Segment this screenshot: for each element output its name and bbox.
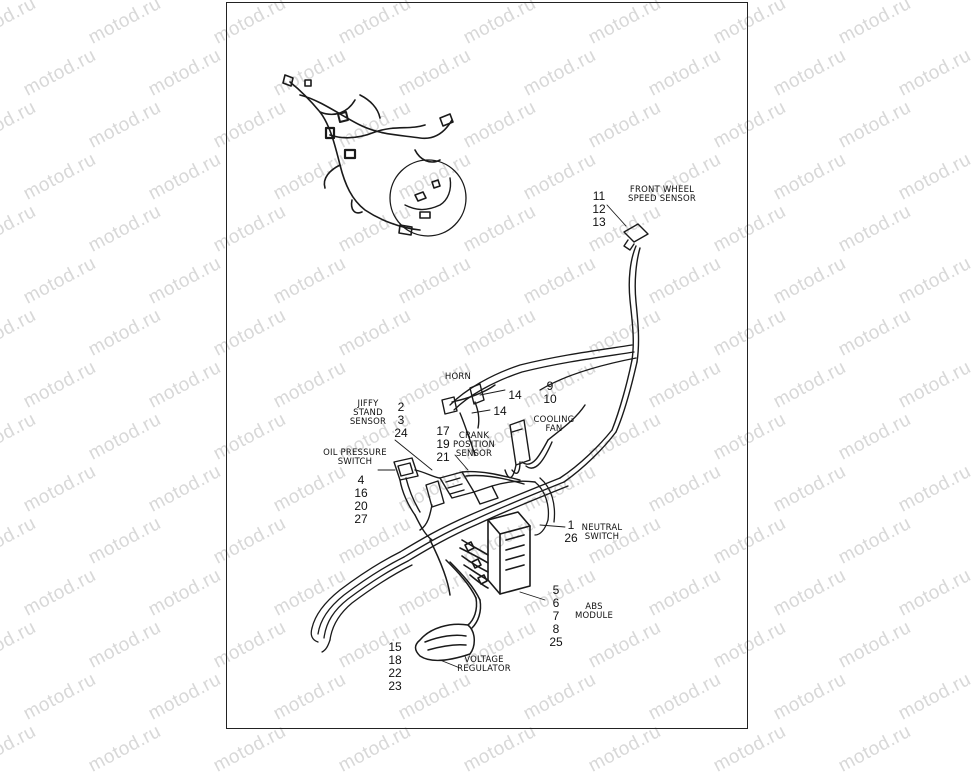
crank-position-sensor-label: CRANK POSITION SENSOR: [452, 431, 496, 459]
voltage-regulator-label: VOLTAGE REGULATOR: [457, 655, 511, 674]
crank-position-sensor-drawing: [414, 469, 536, 531]
jiffy-stand-sensor-label: JIFFY STAND SENSOR: [349, 399, 387, 427]
crank-position-sensor-numbers: 17 19 21: [436, 424, 450, 464]
voltage-regulator-numbers: 15 18 22 23: [388, 640, 402, 693]
main-harness-trunk: [310, 344, 637, 653]
horn-label: HORN: [444, 372, 472, 382]
cooling-fan-label: COOLING FAN: [533, 415, 575, 434]
front-wheel-speed-sensor-label: FRONT WHEEL SPEED SENSOR: [627, 185, 697, 204]
horn-connectors-drawing: [441, 383, 496, 456]
cooling-fan-numbers: 9 10: [543, 379, 557, 406]
wiring-harness-drawing: [282, 74, 649, 669]
harness-overview-inset: [282, 74, 467, 237]
abs-module-drawing: [459, 511, 531, 595]
horn-number: 14: [508, 388, 522, 402]
neutral-switch-drawing: [534, 477, 556, 536]
jiffy-stand-sensor-numbers: 2 3 24: [394, 400, 408, 440]
oil-pressure-switch-label: OIL PRESSURE SWITCH: [323, 448, 387, 467]
abs-module-numbers: 5 6 7 8 25: [549, 583, 563, 649]
abs-module-label: ABS MODULE: [574, 602, 614, 621]
cooling-fan-drawing: [504, 404, 586, 479]
oil-pressure-switch-drawing: [393, 457, 433, 541]
front-wheel-speed-sensor-drawing: [559, 223, 649, 483]
voltage-regulator-drawing: [414, 539, 482, 662]
diagram-frame: [226, 2, 748, 729]
neutral-switch-label: NEUTRAL SWITCH: [581, 523, 623, 542]
oil-pressure-switch-numbers: 4 16 20 27: [354, 473, 368, 526]
front-wheel-speed-sensor-numbers: 11 12 13: [592, 189, 606, 229]
neutral-switch-numbers: 1 26: [564, 518, 578, 545]
horn-number-2: 14: [493, 404, 507, 418]
